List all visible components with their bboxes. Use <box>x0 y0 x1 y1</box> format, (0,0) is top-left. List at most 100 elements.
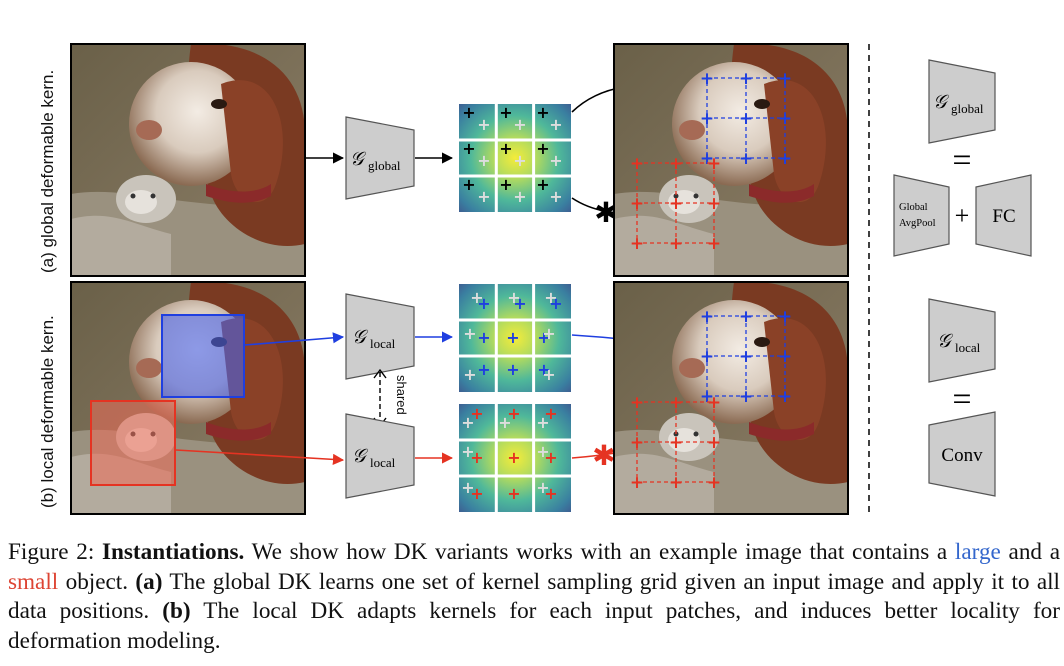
plus-sign: + <box>955 201 970 230</box>
svg-text:+: + <box>669 393 683 413</box>
star-marker-a2: ✱ <box>594 197 617 228</box>
g-local-subscript-bottom: local <box>370 455 396 470</box>
svg-text:+: + <box>513 187 526 206</box>
global-avgpool-line1: Global <box>899 202 928 213</box>
shared-label: shared <box>394 375 409 415</box>
output-photo-a: +++ +++ +++ +++ +++ +++ <box>613 43 849 277</box>
fc-label: FC <box>992 206 1015 227</box>
svg-text:+: + <box>700 109 714 129</box>
svg-text:+: + <box>700 69 714 89</box>
svg-text:+: + <box>506 360 519 379</box>
svg-text:+: + <box>513 151 526 170</box>
svg-text:+: + <box>462 139 475 158</box>
svg-text:+: + <box>462 175 475 194</box>
svg-text:+: + <box>669 234 683 254</box>
caption-sentence1c: object. <box>65 568 129 595</box>
caption-part-b-label: (b) <box>162 598 191 624</box>
svg-text:+: + <box>669 194 683 214</box>
svg-text:+: + <box>477 187 490 206</box>
input-photo-a <box>70 43 306 277</box>
large-patch-box <box>161 314 245 398</box>
svg-text:+: + <box>707 154 721 174</box>
svg-text:+: + <box>778 109 792 129</box>
svg-text:+: + <box>544 448 557 467</box>
svg-text:+: + <box>507 448 520 467</box>
svg-text:+: + <box>470 288 483 307</box>
svg-text:+: + <box>778 149 792 169</box>
svg-text:+: + <box>477 360 490 379</box>
caption-sentence1b: and a <box>1008 539 1061 565</box>
svg-text:+: + <box>537 360 550 379</box>
svg-text:+: + <box>739 69 753 89</box>
svg-text:+: + <box>630 194 644 214</box>
svg-text:+: + <box>536 478 549 497</box>
svg-text:+: + <box>549 151 562 170</box>
caption-part-a-text: The global DK learns one set of kernel s… <box>8 568 1060 625</box>
g-local-definition: 𝒢 local = Conv <box>928 298 996 497</box>
figure-diagram: (a) global deformable kern. 𝒢 global +++… <box>38 43 1032 516</box>
svg-text:+: + <box>778 69 792 89</box>
svg-text:+: + <box>499 139 512 158</box>
svg-text:+: + <box>498 413 511 432</box>
sampling-grid-heatmap-b-bottom: +++ +++ +++ ++ +++ ++ <box>457 402 573 514</box>
g-global-subscript: global <box>368 158 401 173</box>
svg-text:+: + <box>707 433 721 453</box>
svg-text:+: + <box>630 234 644 254</box>
svg-text:+: + <box>461 442 474 461</box>
svg-text:+: + <box>470 448 483 467</box>
small-patch-box <box>90 400 176 486</box>
svg-text:+: + <box>630 433 644 453</box>
caption-part-b-text: The local DK adapts kernels for each inp… <box>8 598 1060 654</box>
svg-text:+: + <box>669 473 683 493</box>
caption-sentence1a: We show how DK variants works with an ex… <box>251 539 948 565</box>
svg-text:+: + <box>630 393 644 413</box>
svg-text:+: + <box>536 442 549 461</box>
svg-text:+: + <box>513 294 526 313</box>
svg-text:+: + <box>707 234 721 254</box>
svg-text:+: + <box>544 288 557 307</box>
global-avgpool-line2: AvgPool <box>899 218 936 229</box>
svg-text:+: + <box>536 413 549 432</box>
svg-text:+: + <box>463 365 476 384</box>
conv-block <box>928 411 996 497</box>
svg-text:+: + <box>499 103 512 122</box>
svg-text:+: + <box>463 324 476 343</box>
g-global-symbol: 𝒢 <box>350 149 367 170</box>
svg-text:+: + <box>477 115 490 134</box>
star-marker-red: ✱ <box>592 440 615 471</box>
equals-sign-top: = <box>952 142 971 179</box>
svg-text:+: + <box>477 294 490 313</box>
svg-text:+: + <box>707 393 721 413</box>
row-a-label: (a) global deformable kern. <box>38 70 57 273</box>
svg-text:+: + <box>739 347 753 367</box>
svg-text:+: + <box>669 154 683 174</box>
svg-text:+: + <box>513 115 526 134</box>
svg-text:+: + <box>778 307 792 327</box>
figure-caption: Figure 2: Instantiations. We show how DK… <box>8 538 1060 656</box>
caption-title: Instantiations. <box>101 539 245 565</box>
g-local-def-symbol: 𝒢 <box>937 331 954 352</box>
g-global-module-a: 𝒢 global <box>345 116 415 200</box>
svg-text:+: + <box>700 149 714 169</box>
svg-text:+: + <box>739 307 753 327</box>
svg-text:+: + <box>542 324 555 343</box>
svg-text:+: + <box>630 154 644 174</box>
svg-text:+: + <box>536 139 549 158</box>
svg-text:+: + <box>700 307 714 327</box>
caption-part-a-label: (a) <box>135 568 163 595</box>
svg-text:+: + <box>544 484 557 503</box>
svg-text:+: + <box>778 347 792 367</box>
svg-text:+: + <box>461 478 474 497</box>
svg-text:+: + <box>536 175 549 194</box>
svg-text:+: + <box>549 187 562 206</box>
fc-block <box>975 174 1032 257</box>
g-local-module-bottom: 𝒢 local <box>345 413 415 499</box>
g-local-def-subscript: local <box>955 340 981 355</box>
svg-text:+: + <box>536 103 549 122</box>
svg-text:+: + <box>506 328 519 347</box>
g-local-module-top: 𝒢 local <box>345 293 415 380</box>
svg-text:+: + <box>477 328 490 347</box>
svg-text:+: + <box>462 103 475 122</box>
conv-label: Conv <box>941 445 983 466</box>
svg-text:+: + <box>499 175 512 194</box>
